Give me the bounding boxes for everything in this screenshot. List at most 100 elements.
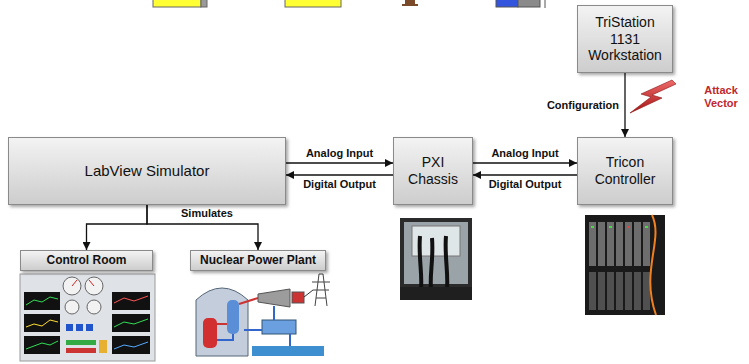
control-room-screenshot-part [114, 296, 148, 303]
control-room-screenshot-part [66, 324, 73, 331]
pxi-chassis-photo [400, 218, 472, 300]
box-text: PXI Chassis [400, 154, 466, 188]
edge-label: Analog Input [491, 147, 558, 160]
controller-box: Tricon Controller [577, 137, 673, 205]
tricon-controller-photo-part [627, 226, 630, 228]
cropped-figure-strip-part [285, 0, 341, 7]
attack-label: Attack Vector [696, 84, 746, 110]
control-room-screenshot-part [85, 277, 103, 295]
box-text: LabView Simulator [85, 162, 210, 180]
panel-header: Nuclear Power Plant [190, 250, 326, 271]
box-text: TriStation 1131 Workstation [584, 14, 666, 64]
workstation-box: TriStation 1131 Workstation [577, 5, 673, 73]
pxi-chassis-photo-part [404, 222, 468, 284]
tricon-controller-photo-part [607, 272, 614, 310]
control-room-screenshot-part [72, 280, 77, 286]
tricon-controller-photo-part [625, 272, 632, 310]
power-plant-illustration-part [217, 334, 233, 340]
power-plant-illustration [190, 272, 330, 360]
pxi-chassis-photo-part [400, 287, 472, 300]
edge-label: Analog Input [306, 147, 373, 160]
connector-arrow [473, 162, 577, 163]
control-room-screenshot-part [114, 342, 148, 349]
cropped-figure-strip-part [496, 0, 518, 7]
pxi-chassis-photo-part [400, 218, 472, 300]
tricon-controller-photo-part [589, 272, 596, 310]
power-plant-illustration-part [304, 290, 313, 297]
tricon-controller-photo-part [598, 222, 605, 266]
tricon-controller-photo-part [634, 222, 641, 266]
power-plant-illustration-part [239, 298, 258, 304]
power-plant-illustration-part [190, 272, 330, 360]
tricon-controller-photo-part [589, 222, 596, 266]
control-room-screenshot-part [112, 314, 150, 332]
power-plant-illustration-part [217, 323, 227, 325]
connector-arrow [286, 162, 393, 163]
control-room-screenshot-part [20, 274, 155, 361]
control-room-screenshot-part [112, 336, 150, 354]
panel-header: Control Room [20, 250, 153, 271]
power-plant-illustration-part [262, 320, 296, 334]
power-plant-illustration-part [227, 300, 239, 334]
power-plant-illustration-part-part [316, 298, 326, 299]
tricon-controller-photo-part [609, 226, 612, 228]
tricon-controller-photo-part [616, 272, 623, 310]
control-room-screenshot-part [86, 324, 93, 331]
power-plant-illustration-part-part [319, 274, 323, 275]
control-room-screenshot-part [24, 336, 60, 354]
tricon-controller-photo-part [643, 222, 650, 266]
control-room-screenshot-part [65, 300, 79, 314]
tricon-controller-photo-part [625, 222, 632, 266]
power-plant-illustration-part [273, 306, 275, 320]
attack-bolt-part [630, 80, 676, 113]
power-plant-illustration-part [312, 274, 330, 306]
control-room-screenshot-part [87, 300, 101, 314]
power-plant-illustration-part [252, 346, 324, 356]
connector-label: Simulates [181, 207, 233, 220]
power-plant-illustration-part [292, 292, 304, 303]
tricon-controller-photo-part [645, 226, 648, 228]
control-room-screenshot-part [66, 348, 96, 353]
cropped-figure-strip-part [402, 4, 418, 6]
power-plant-illustration-part [258, 289, 290, 307]
connector-arrow [624, 73, 625, 137]
cropped-figure-strip-part [201, 0, 207, 7]
edge-label: Configuration [547, 99, 619, 112]
control-room-screenshot-part [24, 292, 60, 310]
cropped-figure-strip-part [153, 0, 201, 7]
tricon-controller-photo [585, 215, 665, 315]
tricon-controller-photo-part [616, 222, 623, 266]
connector-arrow [87, 205, 148, 250]
control-room-screenshot-part [63, 277, 81, 295]
cropped-figure-strip-part [518, 0, 540, 7]
control-room-screenshot-part [26, 297, 58, 305]
power-plant-illustration-part [203, 318, 217, 348]
box-text: Tricon Controller [584, 154, 666, 188]
simulator-box: LabView Simulator [8, 137, 286, 205]
control-room-screenshot-part [66, 340, 96, 345]
control-room-screenshot-part [89, 280, 94, 286]
cropped-figure-strip [153, 0, 545, 8]
tricon-controller-photo-part [585, 215, 665, 315]
edge-label: Digital Output [489, 178, 562, 191]
cropped-figure-strip-part [545, 0, 546, 8]
power-plant-illustration-part-part [313, 290, 329, 291]
control-room-screenshot-part [114, 319, 148, 327]
control-room-screenshot-part [26, 320, 58, 327]
control-room-screenshot-part [112, 292, 150, 310]
tricon-controller-photo-part [650, 215, 656, 315]
power-plant-illustration-part [244, 329, 262, 331]
tricon-controller-photo-part [591, 226, 594, 228]
connector-arrow [147, 205, 258, 250]
chassis-box: PXI Chassis [393, 137, 473, 205]
power-plant-illustration-part [289, 334, 291, 346]
control-room-screenshot-part [76, 324, 83, 331]
control-room-screenshot [20, 274, 155, 361]
power-plant-illustration-part-part [312, 282, 330, 283]
power-plant-illustration-part [196, 288, 248, 356]
connector-arrow [286, 174, 393, 175]
attack-bolt [630, 80, 676, 113]
edge-label: Digital Output [303, 178, 376, 191]
control-room-screenshot-part [99, 340, 107, 353]
